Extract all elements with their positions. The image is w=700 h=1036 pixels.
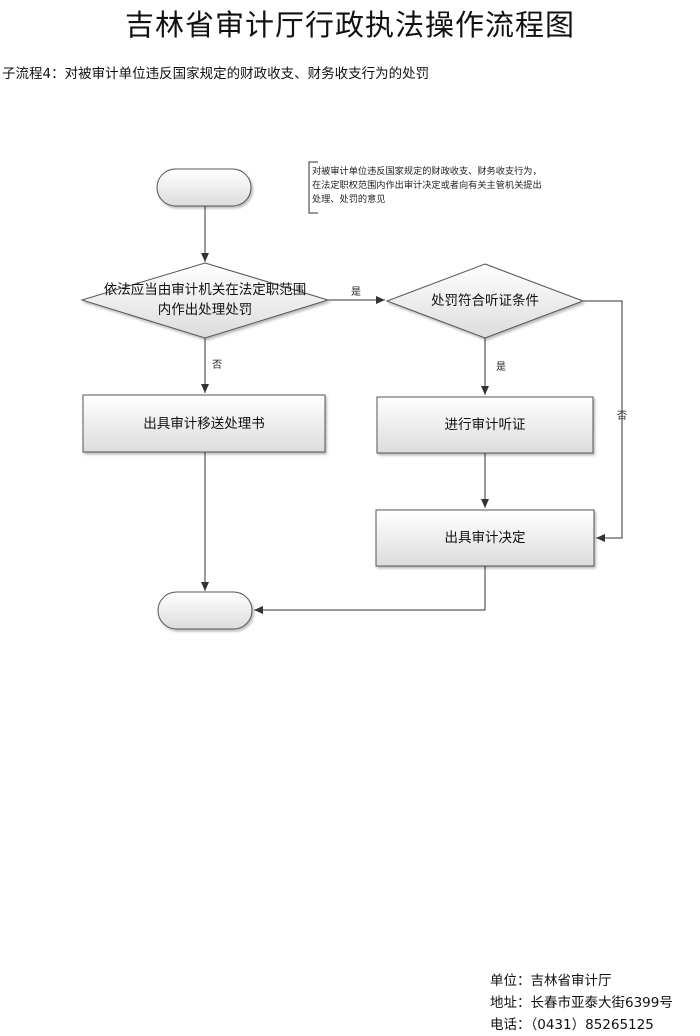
decision-1-label: 依法应当由审计机关在法定职范围内作出处理处罚 <box>103 282 307 318</box>
transfer-box-label: 出具审计移送处理书 <box>143 415 265 432</box>
page-title: 吉林省审计厅行政执法操作流程图 <box>124 8 575 42</box>
annotation-note: 对被审计单位违反国家规定的财政收支、财务收支行为，在法定职权范围内作出审计决定或… <box>312 166 542 205</box>
edge-decision2-no <box>583 300 623 542</box>
decision-2-shape <box>385 263 585 339</box>
address-text: 地址：长春市亚泰大街6399号 <box>490 995 673 1011</box>
decision-2-label: 处罚符合听证条件 <box>431 293 539 309</box>
phone-text: 电话：（0431）85265125 <box>490 1017 654 1033</box>
transfer-box-shape <box>82 394 326 453</box>
start-terminal <box>156 168 252 207</box>
edge-label-yes-2: 是 <box>496 362 506 373</box>
decision-box-shape <box>375 509 595 567</box>
edge-label-no-1: 否 <box>212 360 222 371</box>
decision-box-label: 出具审计决定 <box>444 530 526 546</box>
end-terminal <box>157 591 253 630</box>
contact-info: 单位：吉林省审计厅 地址：长春市亚泰大街6399号 电话：（0431）85265… <box>490 970 673 1036</box>
edge-label-no-2: 否 <box>617 411 627 422</box>
unit-text: 单位：吉林省审计厅 <box>490 973 612 989</box>
edge-decision-to-end <box>254 566 486 614</box>
hearing-box-label: 进行审计听证 <box>444 417 526 433</box>
note-bracket <box>308 161 318 214</box>
hearing-box-shape <box>376 396 594 454</box>
edge-label-yes-1: 是 <box>351 287 361 298</box>
decision-1-shape <box>80 262 330 339</box>
subprocess-title: 子流程4：对被审计单位违反国家规定的财政收支、财务收支行为的处罚 <box>2 66 430 82</box>
